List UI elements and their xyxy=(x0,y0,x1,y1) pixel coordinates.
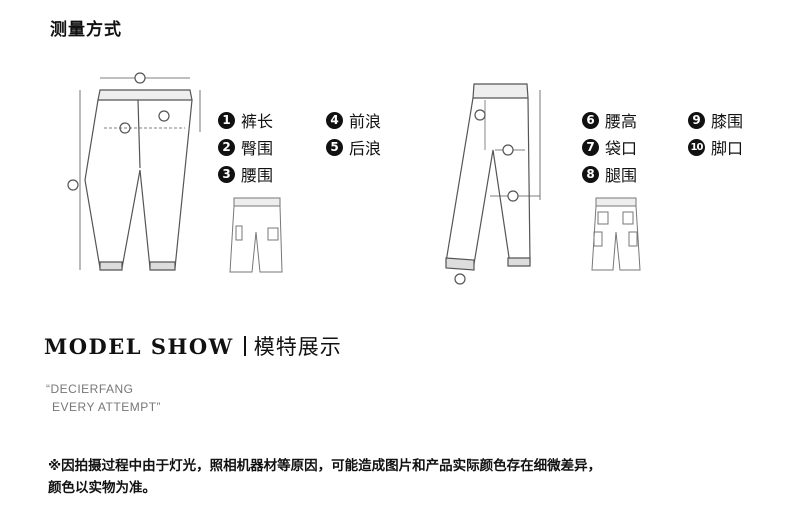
legend-number-8: 8 xyxy=(582,165,599,183)
notice-line-1: ※因拍摄过程中由于灯光，照相机器材等原因，可能造成图片和产品实际颜色存在细微差异… xyxy=(48,458,602,474)
brand-line-2: EVERY ATTEMPT” xyxy=(52,400,162,414)
legend-label-5: 后浪 xyxy=(349,139,382,158)
back-pants-drawing xyxy=(445,83,541,285)
brand-line-1: “DECIERFANG xyxy=(46,382,134,396)
model-show-title-en: MODEL SHOW xyxy=(44,333,234,359)
legend-number-3: 3 xyxy=(218,165,235,183)
model-show-heading: MODEL SHOW 模特展示 xyxy=(44,331,342,361)
legend-number-7: 7 xyxy=(582,138,599,156)
legend-item-6: 6 腰高 xyxy=(582,108,637,132)
small-back-drawing xyxy=(591,197,641,271)
legend-label-10: 脚口 xyxy=(711,139,744,158)
legend-label-6: 腰高 xyxy=(605,112,638,131)
legend-label-2: 臀围 xyxy=(241,139,274,158)
legend-item-8: 8 腿围 xyxy=(582,162,637,186)
model-show-title-cn: 模特展示 xyxy=(253,335,342,359)
legend-label-1: 裤长 xyxy=(241,112,274,131)
legend-number-10: 10 xyxy=(688,138,705,156)
legend-number-9: 9 xyxy=(688,111,705,129)
legend-number-1: 1 xyxy=(218,111,235,129)
legend-number-2: 2 xyxy=(218,138,235,156)
small-front-drawing xyxy=(229,197,283,273)
legend-label-8: 腿围 xyxy=(605,166,638,185)
legend-item-7: 7 袋口 xyxy=(582,135,637,159)
legend-item-1: 1 裤长 xyxy=(218,108,273,132)
legend-number-6: 6 xyxy=(582,111,599,129)
legend-item-4: 4 前浪 xyxy=(326,108,381,132)
legend-item-9: 9 膝围 xyxy=(688,108,743,132)
legend-item-3: 3 腰围 xyxy=(218,162,273,186)
legend-item-5: 5 后浪 xyxy=(326,135,381,159)
measurement-illustration xyxy=(67,72,641,285)
notice-line-2: 颜色以实物为准。 xyxy=(48,480,156,496)
front-pants-drawing xyxy=(67,72,201,271)
legend-number-5: 5 xyxy=(326,138,343,156)
legend-label-3: 腰围 xyxy=(241,166,274,185)
legend-item-10: 10 脚口 xyxy=(688,135,743,159)
section-title-measurement: 测量方式 xyxy=(50,20,122,40)
legend-label-7: 袋口 xyxy=(605,139,638,158)
legend-label-9: 膝围 xyxy=(711,112,744,131)
legend-number-4: 4 xyxy=(326,111,343,129)
legend-item-2: 2 臀围 xyxy=(218,135,273,159)
title-divider xyxy=(243,336,246,356)
brand-tagline: “DECIERFANG EVERY ATTEMPT” xyxy=(46,380,161,416)
legend-label-4: 前浪 xyxy=(349,112,382,131)
color-notice: ※因拍摄过程中由于灯光，照相机器材等原因，可能造成图片和产品实际颜色存在细微差异… xyxy=(48,455,601,499)
